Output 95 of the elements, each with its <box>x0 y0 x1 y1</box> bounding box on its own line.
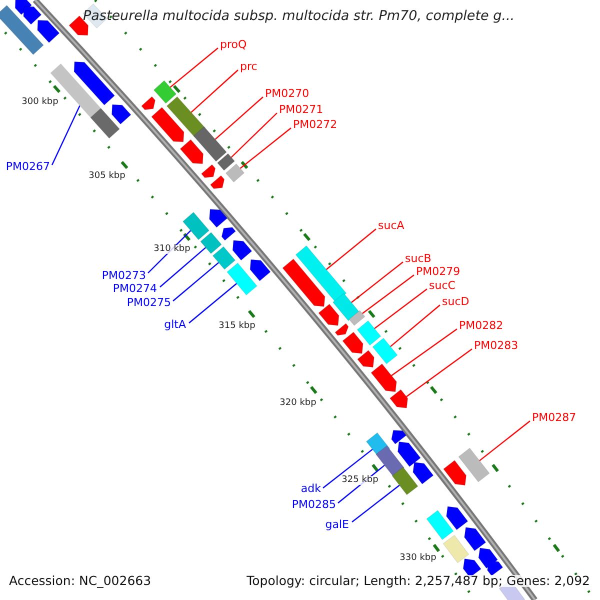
gene-bar <box>356 320 382 346</box>
gene-feature <box>221 227 236 241</box>
leader-line <box>214 96 264 140</box>
gene-label: PM0282 <box>459 320 504 331</box>
gene-bar <box>392 466 418 496</box>
leader-line <box>230 112 278 158</box>
gene-label: gltA <box>164 319 186 330</box>
gene-bar <box>458 448 490 482</box>
gene-feature <box>342 332 364 354</box>
gene-feature <box>180 139 204 164</box>
leader-line <box>351 262 404 303</box>
leader-line <box>160 247 206 288</box>
scale-label: 320 kbp <box>280 398 316 408</box>
leader-line <box>390 304 440 348</box>
gene-label: adk <box>300 483 321 494</box>
leader-line <box>240 128 292 169</box>
gene-label: galE <box>325 519 349 530</box>
gene-label: PM0287 <box>532 412 576 423</box>
gene-bar <box>212 246 236 270</box>
gene-bar <box>295 246 347 302</box>
gene-bar <box>332 293 360 321</box>
gene-feature <box>74 61 115 106</box>
gene-feature <box>370 364 397 392</box>
leader-line <box>188 283 238 324</box>
gene-feature <box>487 560 504 576</box>
gene-feature <box>390 389 408 408</box>
gene-label: sucA <box>378 220 404 231</box>
gene-feature <box>151 107 184 142</box>
gene-label: PM0274 <box>112 283 157 294</box>
gene-bar <box>154 80 176 104</box>
gene-label: sucD <box>442 296 470 307</box>
gene-bar <box>348 310 366 326</box>
leader-line <box>406 348 472 398</box>
gene-label: sucC <box>429 280 456 291</box>
gene-label: PM0270 <box>265 88 310 99</box>
leader-line <box>479 420 530 462</box>
leader-line <box>352 484 400 522</box>
leader-line <box>170 48 218 88</box>
leader-line <box>391 328 458 376</box>
gene-bar <box>226 164 244 182</box>
gene-label: PM0283 <box>474 340 518 351</box>
gene-bar <box>0 5 44 55</box>
gene-feature <box>37 20 60 43</box>
gene-feature <box>334 323 349 336</box>
gene-bar <box>166 96 206 138</box>
gene-bar <box>193 126 227 162</box>
gene-feature <box>446 506 468 530</box>
gene-feature <box>23 6 42 25</box>
gene-label: PM0271 <box>279 104 324 115</box>
gene-feature <box>443 460 466 486</box>
leader-line <box>172 262 220 302</box>
gene-feature <box>201 164 216 178</box>
gene-feature <box>232 240 252 260</box>
gene-bar <box>426 510 454 540</box>
leader-line <box>190 70 238 113</box>
gene-feature <box>282 258 326 307</box>
gene-bar <box>442 534 470 564</box>
leader-line <box>322 448 373 488</box>
gene-label: PM0279 <box>416 266 460 277</box>
gene-label: prc <box>240 61 258 72</box>
leader-line <box>362 274 414 314</box>
gene-feature <box>141 96 156 110</box>
gene-label: PM0275 <box>126 297 171 308</box>
gene-bar <box>200 232 222 254</box>
gene-bar <box>376 445 404 477</box>
gene-bar <box>217 153 235 171</box>
leader-line <box>51 105 80 166</box>
scale-label: 325 kbp <box>342 476 378 484</box>
scale-label: 315 kbp <box>218 322 256 330</box>
gene-label: sucB <box>405 253 432 264</box>
gene-feature <box>412 462 434 484</box>
gene-feature <box>357 350 374 368</box>
info-text: Topology: circular; Length: 2,257,487 bp; Genes: 2,092 <box>246 574 590 588</box>
gene-feature <box>112 104 132 124</box>
gene-bar <box>182 212 210 240</box>
gene-bar <box>372 338 398 364</box>
gene-label: proQ <box>220 39 247 50</box>
gene-feature <box>464 527 486 552</box>
gene-feature <box>318 304 340 326</box>
gene-feature <box>250 259 271 282</box>
gene-label: PM0272 <box>293 119 338 130</box>
gene-feature <box>398 442 421 467</box>
info-text: Accession: NC_002663 <box>9 574 152 588</box>
leader-line <box>326 228 376 270</box>
scale-label: 305 kbp <box>88 172 126 180</box>
gene-label: PM0273 <box>102 270 146 281</box>
gene-label: PM0285 <box>292 499 336 510</box>
gene-bar <box>226 262 258 296</box>
scale-label: 330 kbp <box>400 554 436 562</box>
scale-label: 300 kbp <box>22 98 58 106</box>
map-title: Pasteurella multocida subsp. multocida str. Pm70, complete g... <box>83 10 515 24</box>
leader-line <box>374 288 428 330</box>
gene-label: PM0267 <box>6 161 50 172</box>
scale-label: 310 kbp <box>154 244 190 254</box>
gene-feature <box>210 175 225 189</box>
